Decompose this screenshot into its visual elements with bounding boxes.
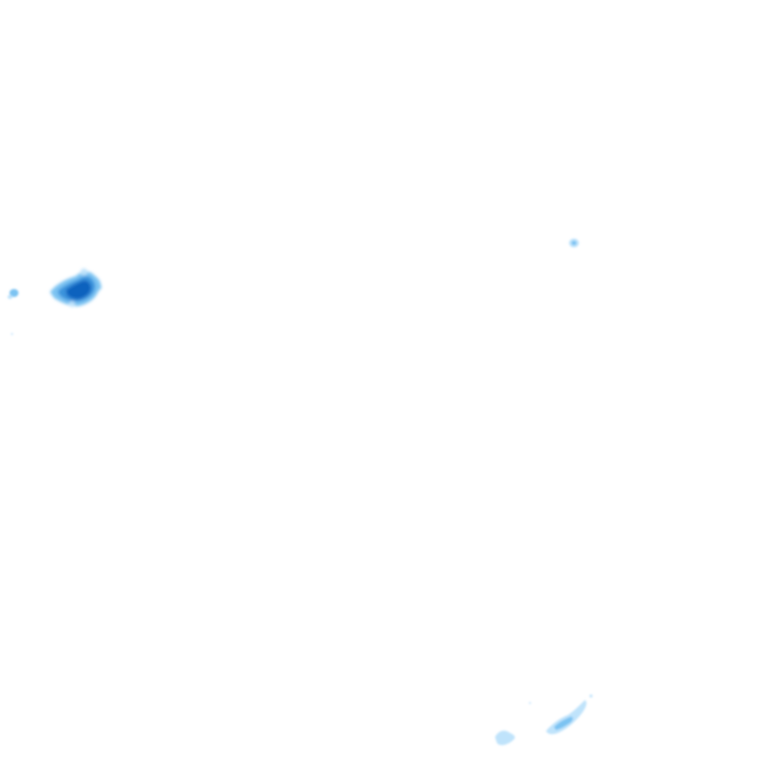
precip-echo-northeast-speck (569, 238, 579, 248)
precip-echo-west-cell (50, 268, 102, 307)
precip-echo-south-band (495, 694, 593, 746)
precip-echo-west-fragment (7, 289, 19, 335)
